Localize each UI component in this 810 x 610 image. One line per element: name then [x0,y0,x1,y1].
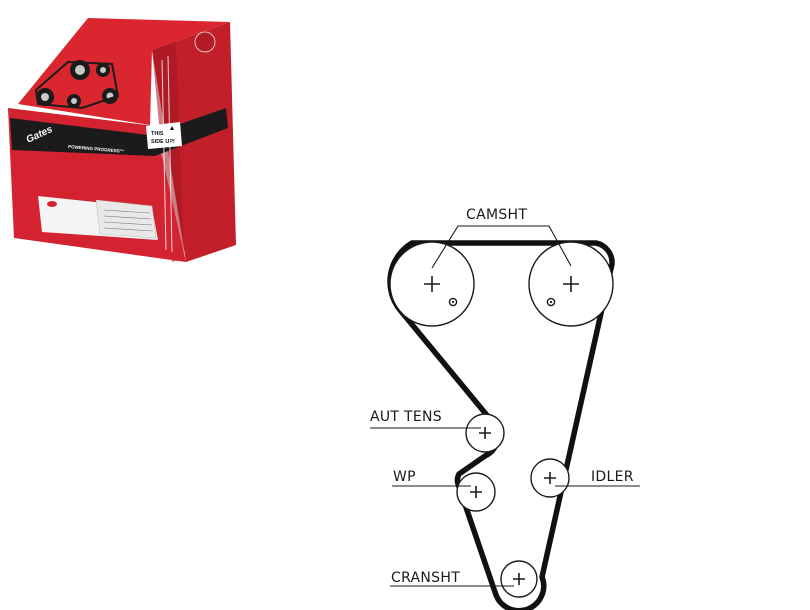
camshaft-leader-line [431,225,572,269]
crankshaft-label: CRANSHT [391,570,460,586]
box-this-side-up-line1: THIS [151,131,164,137]
box-this-side-up-line2: SIDE UP! [151,139,175,145]
tensioner-label: AUT TENS [370,409,442,425]
auto-tensioner-pulley [465,413,505,453]
camshaft-label: CAMSHT [466,207,527,223]
camshaft-pulley-right [528,241,614,327]
crankshaft-pulley [500,560,538,598]
idler-pulley [530,458,570,498]
box-side-stripes [161,55,173,253]
box-top-pulley-illustration [34,60,120,110]
box-label-logo [47,201,57,207]
box-tagline: POWERING PROGRESS™ [68,144,124,154]
timing-belt-diagram: CAMSHT AUT TENS WP IDLER CRANSHT [370,207,640,610]
water-pump-pulley [456,472,496,512]
box-label-barcode-lines [103,209,154,232]
up-arrow-icon [170,126,174,130]
box-brand-band [10,118,155,156]
box-side-logo [194,31,216,53]
camshaft-pulley-left [389,241,475,327]
product-box: Gates POWERING PROGRESS™ THIS SIDE UP! [8,18,236,262]
water-pump-label: WP [393,469,416,485]
idler-label: IDLER [591,469,634,485]
box-right-face-shade [152,41,184,262]
leader-lines [370,225,640,587]
